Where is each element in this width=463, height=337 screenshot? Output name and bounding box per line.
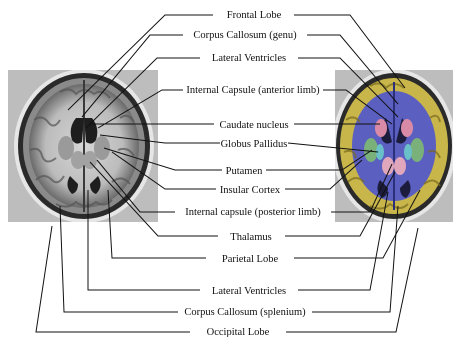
labels: Frontal Lobe Corpus Callosum (genu) Late…: [184, 10, 321, 337]
label-frontal-lobe: Frontal Lobe: [227, 10, 282, 21]
label-insular-cortex: Insular Cortex: [220, 185, 281, 196]
leader-occipital-left: [36, 226, 190, 332]
label-parietal-lobe: Parietal Lobe: [222, 254, 279, 265]
label-thalamus: Thalamus: [230, 232, 271, 243]
label-lateral-ventricles-top: Lateral Ventricles: [212, 53, 286, 64]
label-lateral-ventricles-bottom: Lateral Ventricles: [212, 286, 286, 297]
label-corpus-callosum-genu: Corpus Callosum (genu): [193, 30, 297, 41]
left-mri-image: [8, 69, 158, 223]
label-caudate-nucleus: Caudate nucleus: [219, 120, 288, 131]
label-corpus-callosum-splenium: Corpus Callosum (splenium): [184, 307, 306, 318]
label-globus-pallidus: Globus Pallidus: [221, 139, 288, 150]
right-mri-image: [332, 69, 456, 223]
label-internal-capsule-anterior: Internal Capsule (anterior limb): [186, 85, 320, 96]
label-putamen: Putamen: [226, 166, 263, 177]
label-occipital-lobe: Occipital Lobe: [207, 327, 270, 337]
leader-occipital-right: [286, 228, 418, 332]
label-internal-capsule-posterior: Internal capsule (posterior limb): [185, 207, 321, 218]
